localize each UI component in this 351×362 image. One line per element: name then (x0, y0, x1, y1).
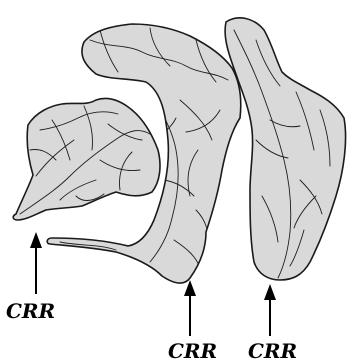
arrow-right (264, 284, 276, 336)
arrow-middle (184, 280, 196, 336)
crr-label-middle: CRR (168, 339, 217, 362)
arrow-left (30, 232, 42, 294)
crr-label-right: CRR (248, 339, 297, 362)
right-tissue-fragment (225, 18, 345, 280)
crr-label-left: CRR (6, 299, 55, 323)
left-tissue-fragment (13, 98, 160, 220)
